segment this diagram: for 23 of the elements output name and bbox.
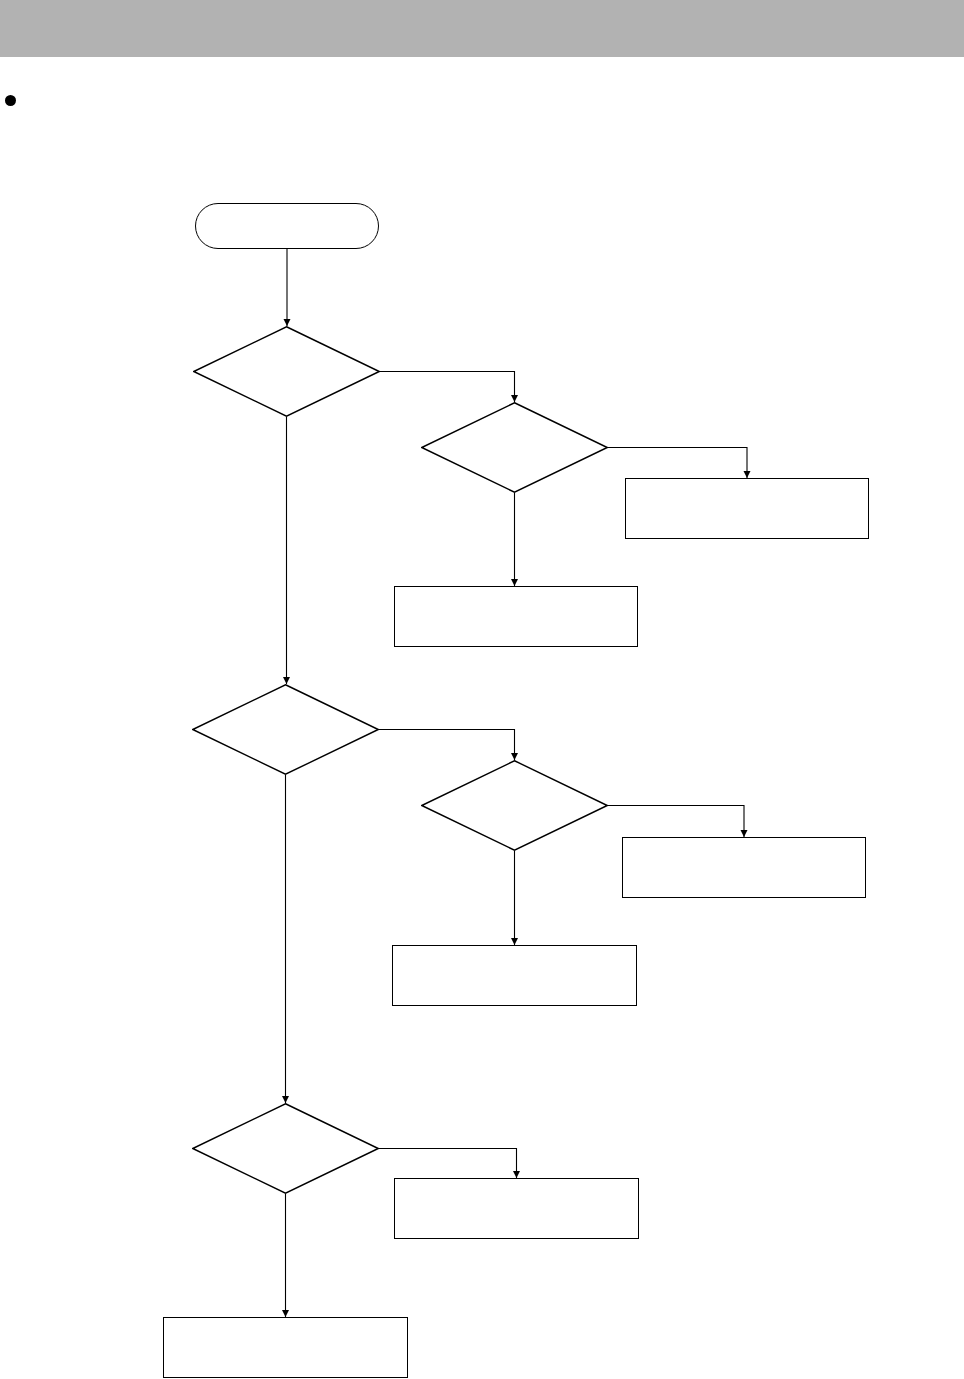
connector-arrow <box>283 416 290 685</box>
connector-arrow <box>378 1147 520 1179</box>
process-box <box>622 837 866 898</box>
process-box <box>394 586 638 647</box>
decision-diamond <box>421 402 608 493</box>
connector-arrow <box>283 248 291 327</box>
connector-arrow <box>379 370 518 403</box>
connector-arrow <box>511 492 518 587</box>
connector-arrow <box>282 774 289 1104</box>
decision-diamond <box>193 326 380 417</box>
connector-arrow <box>378 728 518 761</box>
process-box <box>394 1178 639 1239</box>
process-box <box>163 1317 408 1378</box>
connector-arrow <box>607 446 751 479</box>
connector-arrow <box>282 1193 289 1318</box>
decision-diamond <box>192 684 379 775</box>
terminator-pill <box>195 203 379 249</box>
decision-diamond <box>421 760 608 851</box>
process-box <box>625 478 869 539</box>
process-box <box>392 945 637 1006</box>
connector-arrow <box>607 804 748 838</box>
decision-diamond <box>192 1103 379 1194</box>
connector-arrow <box>511 850 518 946</box>
